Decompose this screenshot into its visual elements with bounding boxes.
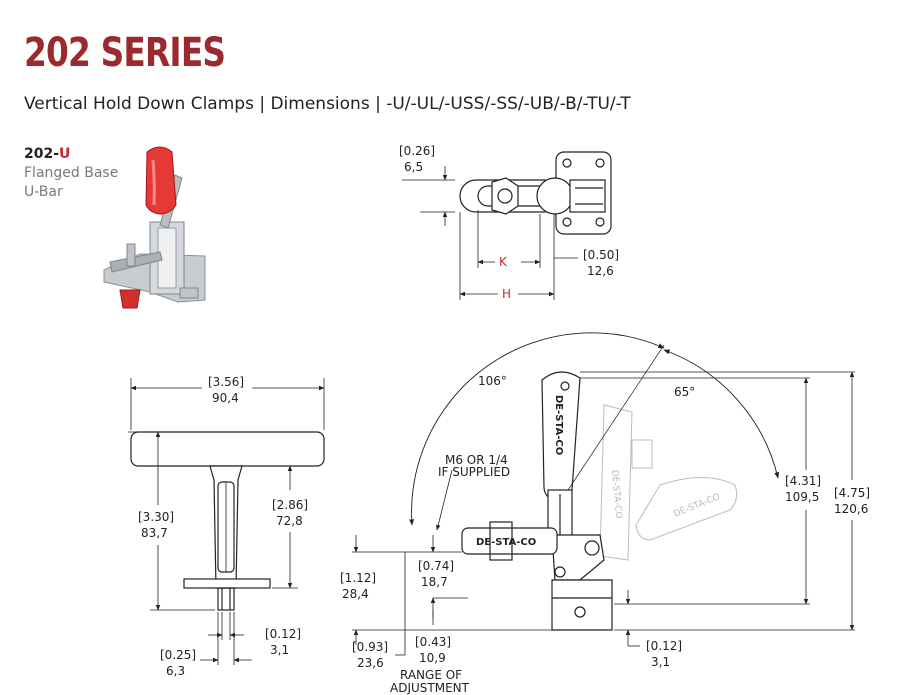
width-dim-mm: 90,4 [212, 391, 239, 405]
model-code: 202- [24, 146, 60, 162]
height-dim-in: [3.30] [138, 510, 174, 524]
h1-dim-in: [4.31] [785, 474, 821, 488]
model-desc-bar: U-Bar [24, 184, 63, 200]
angle-mid-label: 65° [674, 385, 695, 399]
arm-brand-text: DE-STA-CO [476, 537, 536, 548]
bolt-note-line1: M6 OR 1/4 [445, 453, 508, 467]
label-k: K [499, 255, 508, 269]
d3-dim-in: [0.93] [352, 640, 388, 654]
d1-dim-mm: 28,4 [342, 587, 369, 601]
inner-dim-mm: 72,8 [276, 514, 303, 528]
front-view [128, 378, 325, 665]
bottom-left-dim-mm: 6,3 [166, 664, 185, 678]
d4-dim-in: [0.43] [415, 635, 451, 649]
bottom-right-dim-in: [0.12] [265, 627, 301, 641]
base-dim-in: [0.12] [646, 639, 682, 653]
product-photo [103, 146, 206, 309]
d4-dim-mm: 10,9 [419, 651, 446, 665]
page-subtitle: Vertical Hold Down Clamps | Dimensions |… [24, 94, 631, 114]
d2-dim-in: [0.74] [418, 559, 454, 573]
d2-dim-mm: 18,7 [421, 575, 448, 589]
model-suffix: U [59, 146, 71, 162]
range-label-2: ADJUSTMENT [390, 681, 470, 695]
range-label-1: RANGE OF [400, 668, 462, 682]
top-right-dim-mm: 12,6 [587, 264, 614, 278]
page-title: 202 SERIES [24, 30, 226, 76]
side-view [352, 332, 855, 656]
height-dim-mm: 83,7 [141, 526, 168, 540]
bottom-left-dim-in: [0.25] [160, 648, 196, 662]
h2-dim-mm: 120,6 [834, 502, 868, 516]
width-dim-in: [3.56] [208, 375, 244, 389]
top-view [402, 151, 612, 300]
top-dim-in: [0.26] [399, 144, 435, 158]
base-dim-mm: 3,1 [651, 655, 670, 669]
model-label: 202-U Flanged Base U-Bar [24, 145, 118, 202]
bottom-right-dim-mm: 3,1 [270, 643, 289, 657]
h2-dim-in: [4.75] [834, 486, 870, 500]
d1-dim-in: [1.12] [340, 571, 376, 585]
top-dim-mm: 6,5 [404, 160, 423, 174]
label-h: H [502, 287, 511, 301]
angle-open-label: 106° [478, 374, 507, 388]
bolt-note-line2: IF SUPPLIED [438, 465, 510, 479]
model-desc-base: Flanged Base [24, 165, 119, 181]
d3-dim-mm: 23,6 [357, 656, 384, 670]
top-right-dim-in: [0.50] [583, 248, 619, 262]
h1-dim-mm: 109,5 [785, 490, 819, 504]
handle-brand-text: DE-STA-CO [553, 395, 564, 455]
inner-dim-in: [2.86] [272, 498, 308, 512]
